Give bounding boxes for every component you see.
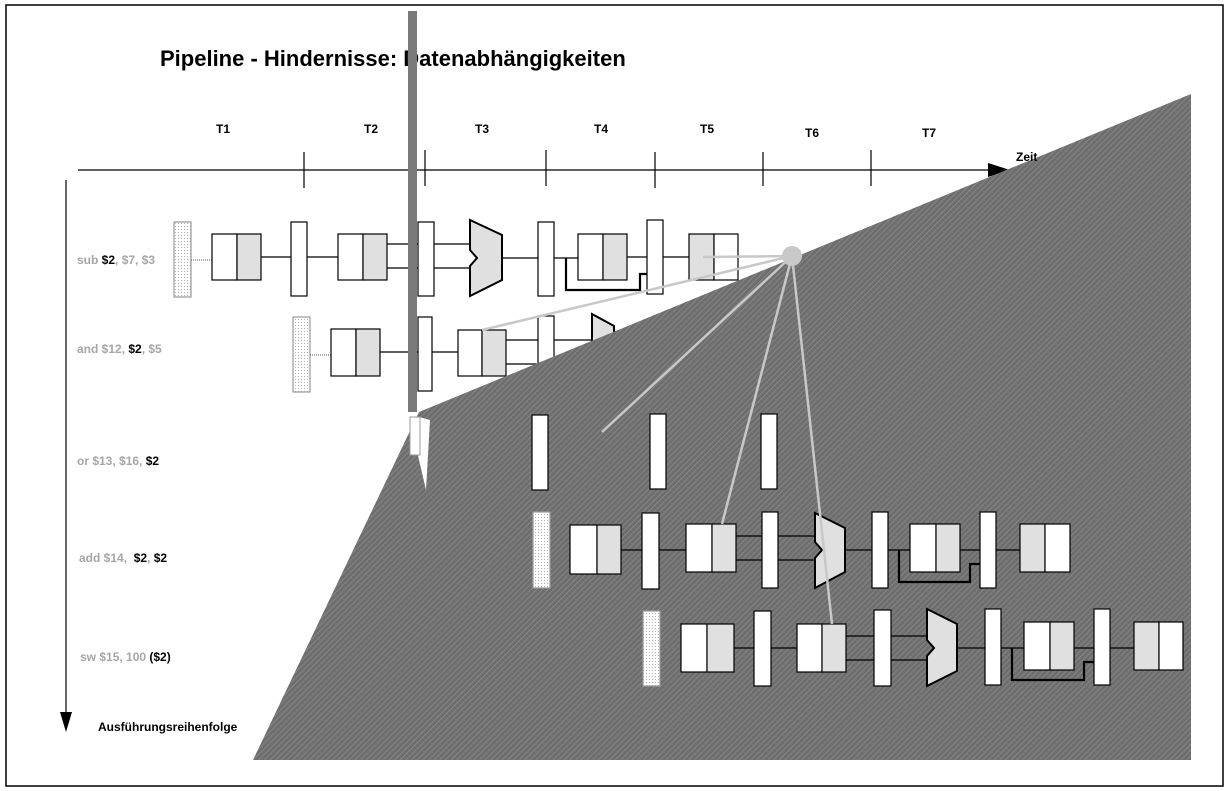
tick-label-t4: T4 — [594, 122, 608, 136]
forwarding-source-dot — [782, 246, 802, 266]
instruction-segment: and $12, — [77, 342, 128, 356]
order-axis-arrowhead — [60, 712, 72, 732]
instruction-segment: add $14, — [79, 551, 134, 565]
instruction-label-add: add $14, $2, $2 — [79, 551, 167, 565]
time-tick-labels: T1 T2 T3 T4 T5 T6 T7 — [216, 122, 936, 140]
page-title: Pipeline - Hindernisse: Datenabhängigkei… — [160, 46, 626, 71]
instruction-segment: $2 — [134, 551, 148, 565]
instruction-segment: $2 — [154, 551, 168, 565]
time-axis — [78, 150, 1000, 188]
instruction-segment: $2 — [146, 454, 160, 468]
tick-label-t1: T1 — [216, 122, 230, 136]
forwarding-lines — [481, 254, 834, 625]
order-axis-label: Ausführungsreihenfolge — [98, 720, 238, 734]
tick-label-t6: T6 — [805, 126, 819, 140]
instruction-segment: sub — [77, 253, 102, 267]
stall-bar — [408, 11, 417, 412]
pipeline-row-or — [531, 413, 778, 491]
time-axis-arrowhead — [988, 163, 1010, 177]
instruction-segment: $2 — [128, 342, 142, 356]
bubble-tail-edge — [409, 416, 421, 456]
instruction-segment: ($2) — [149, 650, 170, 664]
hatched-overlay — [253, 94, 1191, 760]
instruction-label-sw: sw $15, 100 ($2) — [80, 650, 171, 664]
pipeline-row-sw — [642, 607, 1184, 688]
instruction-label-sub: sub $2, $7, $3 — [77, 253, 155, 267]
instruction-segment: , $5 — [142, 342, 162, 356]
instruction-segment: , — [147, 551, 154, 565]
tick-label-t2: T2 — [364, 122, 378, 136]
instruction-label-and: and $12, $2, $5 — [77, 342, 162, 356]
instruction-segment: or $13, $16, — [77, 454, 146, 468]
tick-label-t7: T7 — [922, 126, 936, 140]
instruction-segment: $2 — [102, 253, 116, 267]
instruction-segment: sw $15, 100 — [80, 650, 149, 664]
instruction-segment: , $7, $3 — [115, 253, 155, 267]
tick-label-t3: T3 — [475, 122, 489, 136]
instruction-label-or: or $13, $16, $2 — [77, 454, 159, 468]
time-axis-label: Zeit — [1016, 150, 1037, 164]
instruction-labels: sub $2, $7, $3 and $12, $2, $5 or $13, $… — [77, 253, 171, 664]
tick-label-t5: T5 — [700, 122, 714, 136]
